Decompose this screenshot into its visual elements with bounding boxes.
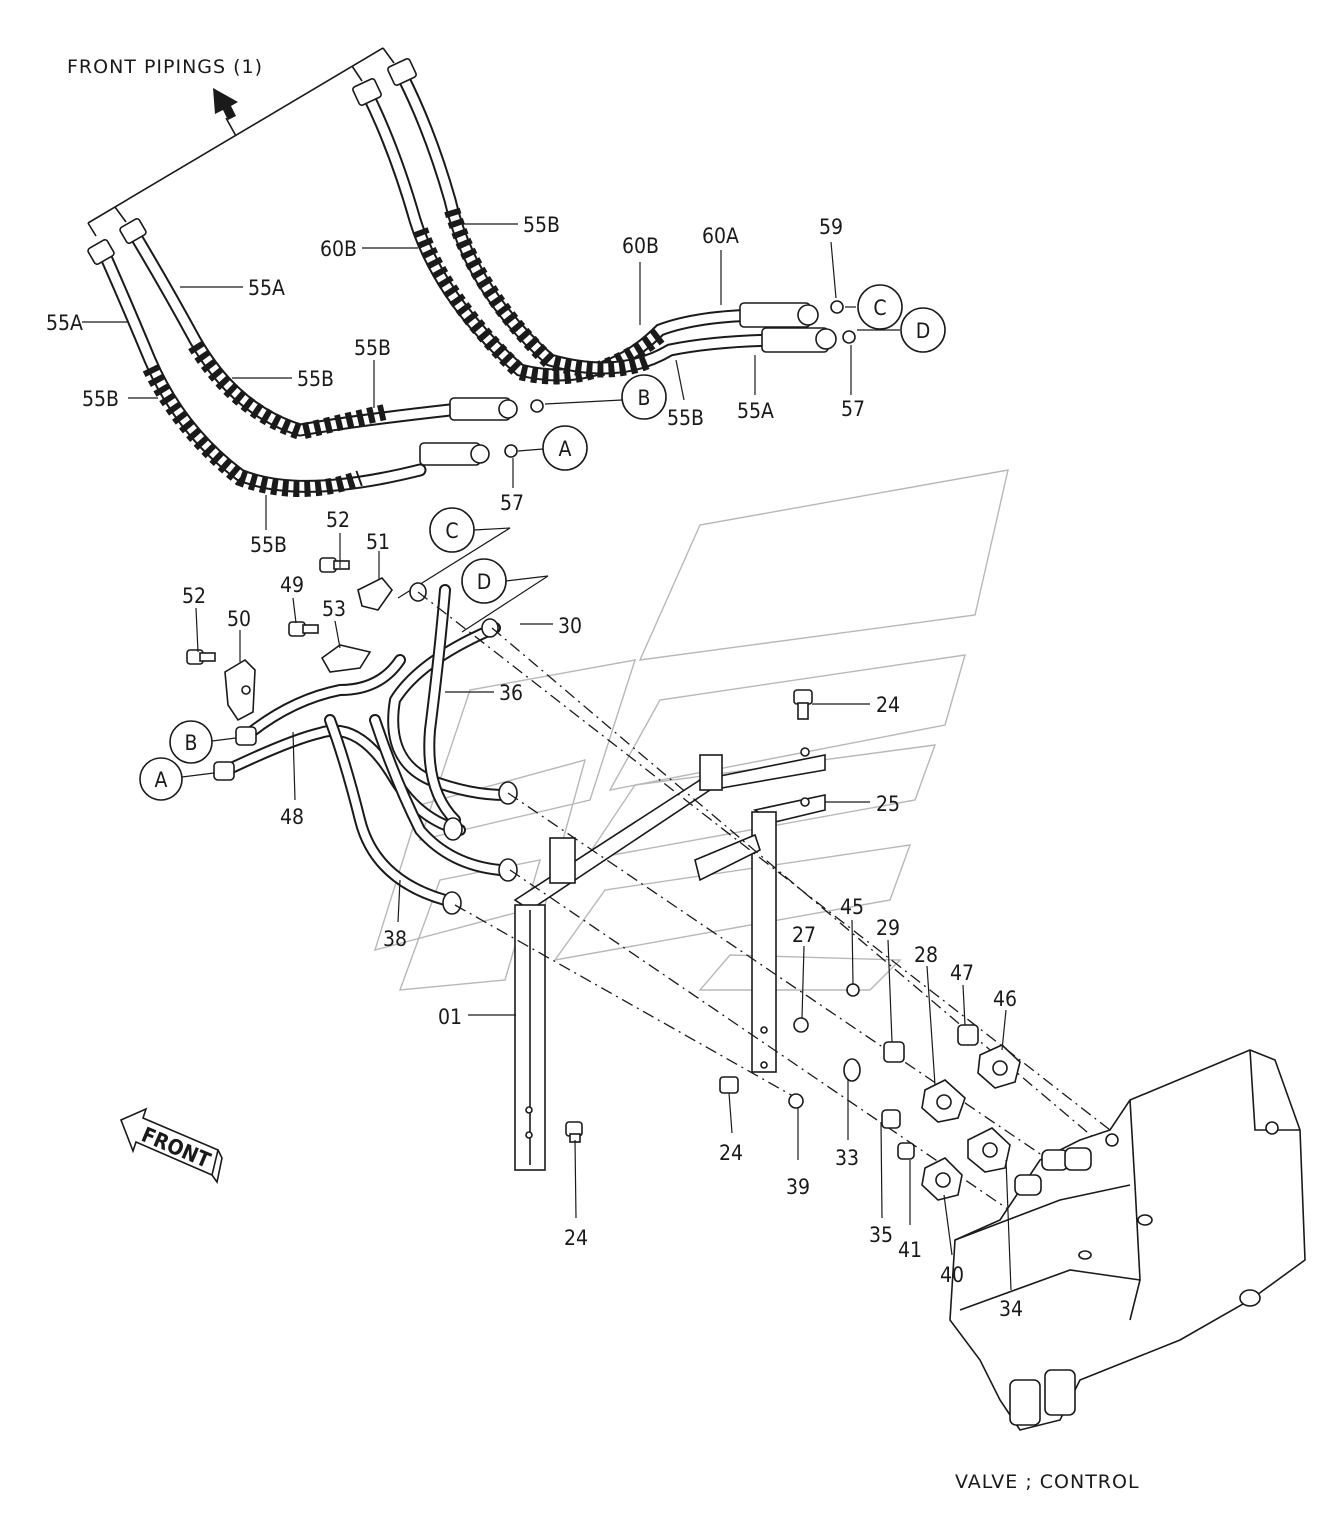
callout-a-lower: A	[139, 757, 215, 801]
label-47: 47	[950, 961, 974, 985]
label-50: 50	[227, 607, 251, 631]
label-55B-top: 55B	[354, 336, 391, 360]
title-bracket	[87, 47, 395, 237]
label-60B-left: 60B	[320, 237, 357, 261]
label-55A-lower-right: 55A	[737, 399, 774, 423]
label-57-left: 57	[500, 491, 524, 515]
label-41: 41	[898, 1238, 922, 1262]
lower-labels: 52 51 52 49 53 50 30 36 48 38 01 24 25 4…	[182, 508, 1023, 1321]
bracket-01	[513, 747, 826, 1171]
label-55A-left: 55A	[46, 311, 83, 335]
svg-text:A: A	[559, 437, 572, 461]
label-52-upper: 52	[326, 508, 350, 532]
valve-caption: VALVE ; CONTROL	[955, 1471, 1140, 1493]
label-28: 28	[914, 943, 938, 967]
label-55B-bottom: 55B	[250, 533, 287, 557]
label-39: 39	[786, 1175, 810, 1199]
label-24-mid: 24	[719, 1141, 743, 1165]
svg-text:C: C	[873, 296, 886, 320]
label-01: 01	[438, 1005, 462, 1029]
callout-d-upper: D	[857, 307, 946, 353]
svg-text:D: D	[916, 319, 931, 343]
label-24-low: 24	[564, 1226, 588, 1250]
pipe-36	[387, 584, 511, 826]
callout-d-lower: D	[461, 558, 549, 633]
label-59: 59	[819, 215, 843, 239]
label-55B-left: 55B	[82, 387, 119, 411]
front-arrow-label: FRONT	[138, 1123, 214, 1173]
label-53: 53	[322, 597, 346, 621]
label-40: 40	[940, 1263, 964, 1287]
label-55B-lower-right: 55B	[667, 406, 704, 430]
svg-text:D: D	[477, 570, 492, 594]
callout-c-upper: C	[845, 284, 903, 330]
label-60B-right: 60B	[622, 234, 659, 258]
front-direction-arrow-icon: FRONT	[119, 1107, 223, 1184]
control-valve-body	[949, 1049, 1306, 1431]
label-49: 49	[280, 573, 304, 597]
label-36: 36	[499, 681, 523, 705]
svg-text:C: C	[445, 519, 458, 543]
label-45: 45	[840, 895, 864, 919]
label-60A: 60A	[702, 224, 739, 248]
label-57-right: 57	[841, 397, 865, 421]
svg-text:B: B	[185, 731, 198, 755]
flange-parts	[788, 983, 1021, 1201]
callout-a-upper: A	[517, 425, 588, 471]
label-25: 25	[876, 792, 900, 816]
watermark	[373, 469, 1009, 991]
svg-text:A: A	[155, 768, 168, 792]
label-55B-upper-right: 55B	[523, 213, 560, 237]
label-33: 33	[835, 1146, 859, 1170]
label-52-lower: 52	[182, 584, 206, 608]
pipe-38	[324, 714, 506, 906]
label-38: 38	[383, 927, 407, 951]
svg-text:B: B	[638, 386, 651, 410]
label-35: 35	[869, 1223, 893, 1247]
callout-b-upper: B	[544, 374, 667, 420]
center-lines	[417, 591, 1146, 1266]
label-55B-mid: 55B	[297, 367, 334, 391]
label-46: 46	[993, 987, 1017, 1011]
pipe-ends	[213, 582, 518, 915]
label-48: 48	[280, 805, 304, 829]
label-34: 34	[999, 1297, 1023, 1321]
clamp-parts	[186, 557, 813, 1143]
pipe-48	[219, 654, 466, 836]
label-29: 29	[876, 916, 900, 940]
label-30: 30	[558, 614, 582, 638]
label-27: 27	[792, 923, 816, 947]
callout-c-lower: C	[397, 507, 511, 599]
label-24-top: 24	[876, 693, 900, 717]
o-rings-upper	[504, 300, 856, 458]
callout-b-lower: B	[169, 720, 237, 764]
diagram-title: FRONT PIPINGS (1)	[67, 56, 263, 78]
hose-group-right	[352, 58, 837, 385]
label-55A-upper: 55A	[248, 276, 285, 300]
upper-labels: 55A 55A 55B 55B 55B 55B 60B 55B 60B 60A …	[46, 213, 865, 557]
label-51: 51	[366, 530, 390, 554]
hose-group-left	[87, 218, 518, 497]
north-arrow-icon	[213, 88, 238, 120]
